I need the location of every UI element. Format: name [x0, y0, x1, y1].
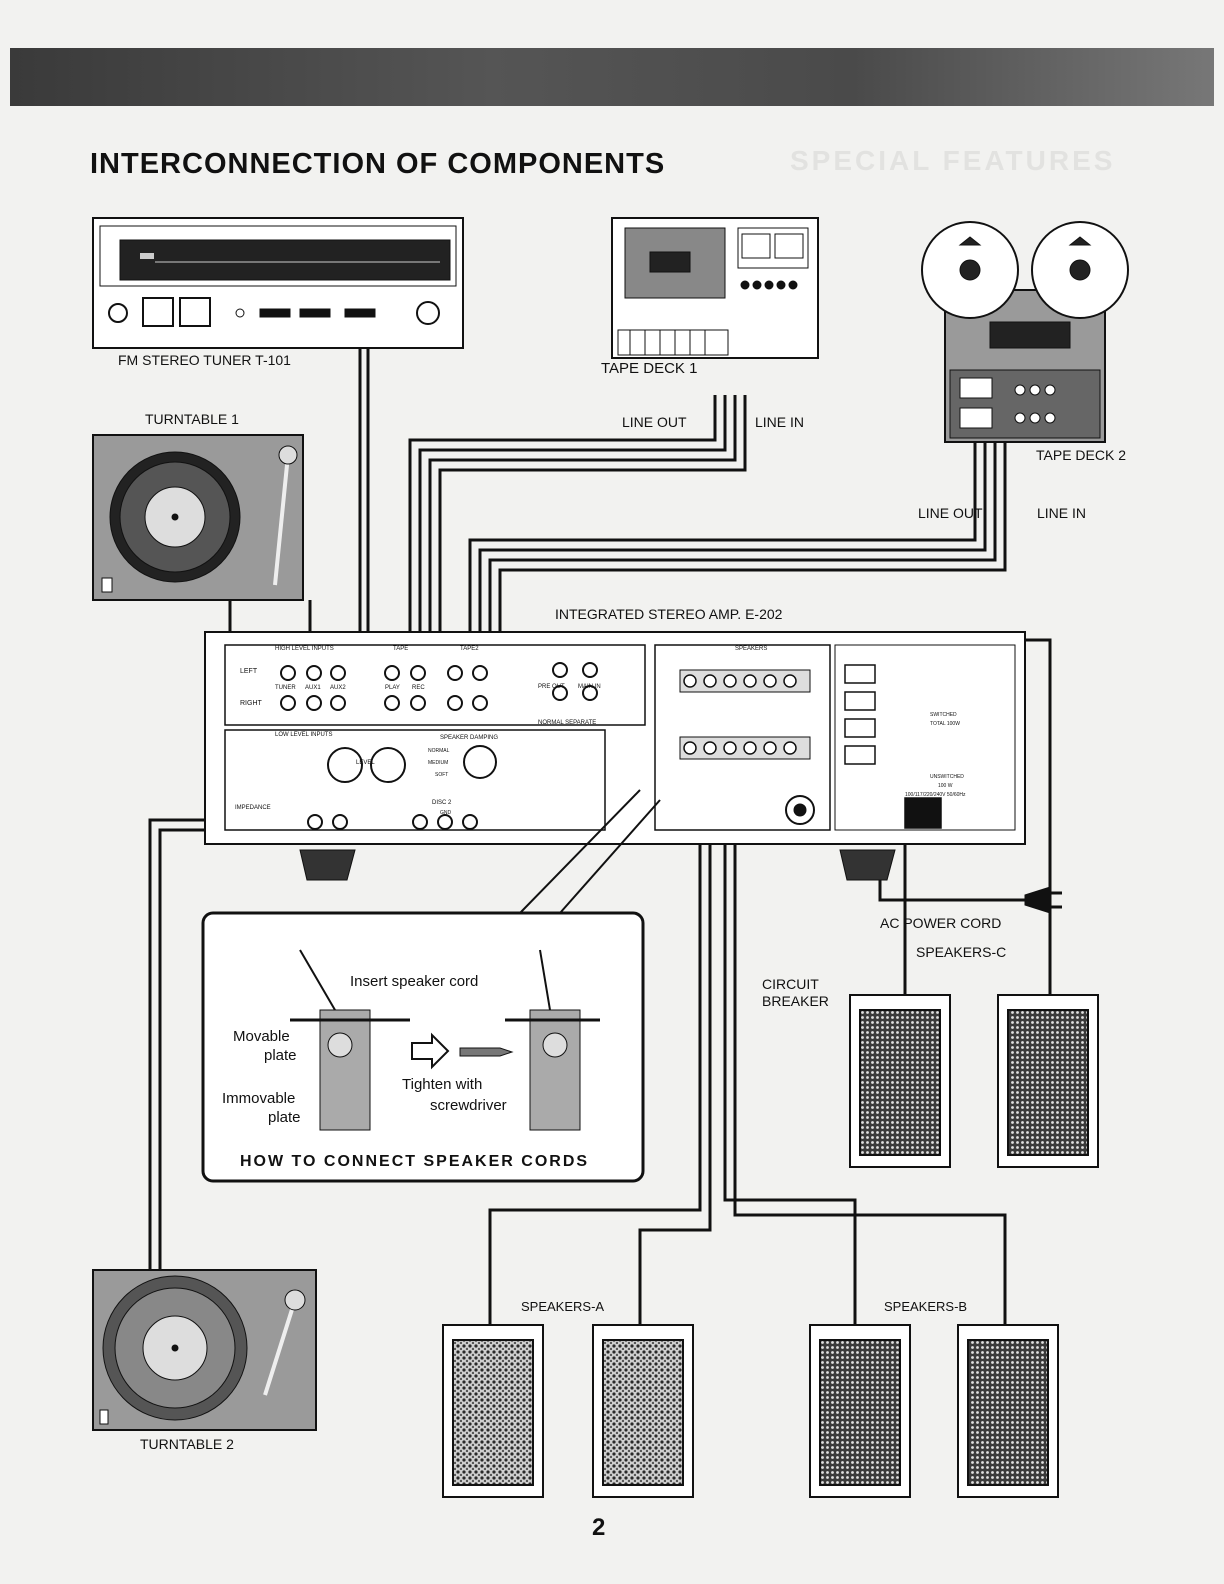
amplifier [204, 631, 1026, 881]
deck1-line-out: LINE OUT [622, 414, 687, 430]
howto-caption: HOW TO CONNECT SPEAKER CORDS [240, 1153, 590, 1170]
amp-normal-separate: NORMAL SEPARATE [538, 720, 597, 726]
ac-cord-label: AC POWER CORD [880, 915, 1002, 931]
tape-deck2-label: TAPE DECK 2 [1036, 447, 1126, 463]
amp-disc2: DISC 2 [432, 800, 452, 806]
amp-speakers: SPEAKERS [735, 646, 768, 652]
howto-immovable-2: plate [268, 1109, 301, 1126]
deck2-line-out: LINE OUT [918, 505, 983, 521]
tuner-label: FM STEREO TUNER T-101 [118, 352, 291, 368]
speakers-a-label: SPEAKERS-A [521, 1299, 605, 1314]
howto-inset [201, 789, 661, 1183]
amp-high-level-inputs: HIGH LEVEL INPUTS [275, 646, 334, 652]
amp-right: RIGHT [240, 700, 262, 707]
amp-damp-medium: MEDIUM [428, 760, 449, 766]
howto-tighten-1: Tighten with [402, 1076, 483, 1093]
speakers-c-label: SPEAKERS-C [916, 944, 1007, 960]
amp-left: LEFT [240, 668, 258, 675]
page-title: INTERCONNECTION OF COMPONENTS [90, 148, 666, 180]
amp-voltage: 100/117/220/240V 50/60Hz [905, 792, 966, 798]
fm-tuner [92, 217, 464, 349]
amp-damp-soft: SOFT [435, 772, 449, 778]
howto-insert: Insert speaker cord [350, 973, 479, 990]
amp-tape2: TAPE2 [460, 646, 479, 652]
howto-tighten-2: screwdriver [430, 1097, 507, 1114]
howto-movable-2: plate [264, 1047, 297, 1064]
deck2-line-in: LINE IN [1037, 505, 1087, 521]
turntable1-label: TURNTABLE 1 [145, 411, 239, 427]
amp-switched: SWITCHED [930, 712, 957, 718]
circuit-breaker-label-1: CIRCUIT [762, 976, 819, 992]
amp-aux2: AUX2 [330, 685, 346, 691]
speakers-b-label: SPEAKERS-B [884, 1299, 968, 1314]
tape-deck1-label: TAPE DECK 1 [601, 360, 698, 377]
amp-level: LEVEL [356, 760, 375, 766]
amp-low-level-inputs: LOW LEVEL INPUTS [275, 732, 333, 738]
turntable-1 [92, 434, 304, 601]
amp-tuner: TUNER [275, 685, 296, 691]
amp-speaker-damping: SPEAKER DAMPING [440, 735, 499, 741]
deck1-line-in: LINE IN [755, 414, 805, 430]
ac-plug [1024, 886, 1062, 914]
amp-switched-total: TOTAL 100W [930, 721, 960, 727]
tape-deck-1 [611, 217, 819, 359]
turntable-2 [92, 1269, 317, 1431]
amp-tape: TAPE [393, 646, 409, 652]
amp-impedance: IMPEDANCE [235, 805, 271, 811]
amp-aux1: AUX1 [305, 685, 321, 691]
amp-play: PLAY [385, 685, 400, 691]
bleed-through-title: SPECIAL FEATURES [790, 145, 1116, 176]
amp-unswitched: UNSWITCHED [930, 774, 964, 780]
tape-deck-2 [921, 221, 1129, 443]
circuit-breaker-label-2: BREAKER [762, 993, 829, 1009]
page-number: 2 [592, 1514, 606, 1541]
amp-unswitched-watt: 100 W [938, 783, 953, 789]
speakers [442, 994, 1099, 1498]
amp-pre-out: PRE OUT [538, 684, 565, 690]
amp-label: INTEGRATED STEREO AMP. E-202 [555, 606, 783, 622]
turntable2-label: TURNTABLE 2 [140, 1436, 234, 1452]
amp-gnd: GND [440, 810, 452, 816]
amp-rec: REC [412, 685, 425, 691]
howto-immovable-1: Immovable [222, 1090, 296, 1107]
amp-damp-normal: NORMAL [428, 748, 450, 754]
header-band [10, 48, 1214, 106]
howto-movable-1: Movable [233, 1028, 290, 1045]
amp-main-in: MAIN IN [578, 684, 601, 690]
